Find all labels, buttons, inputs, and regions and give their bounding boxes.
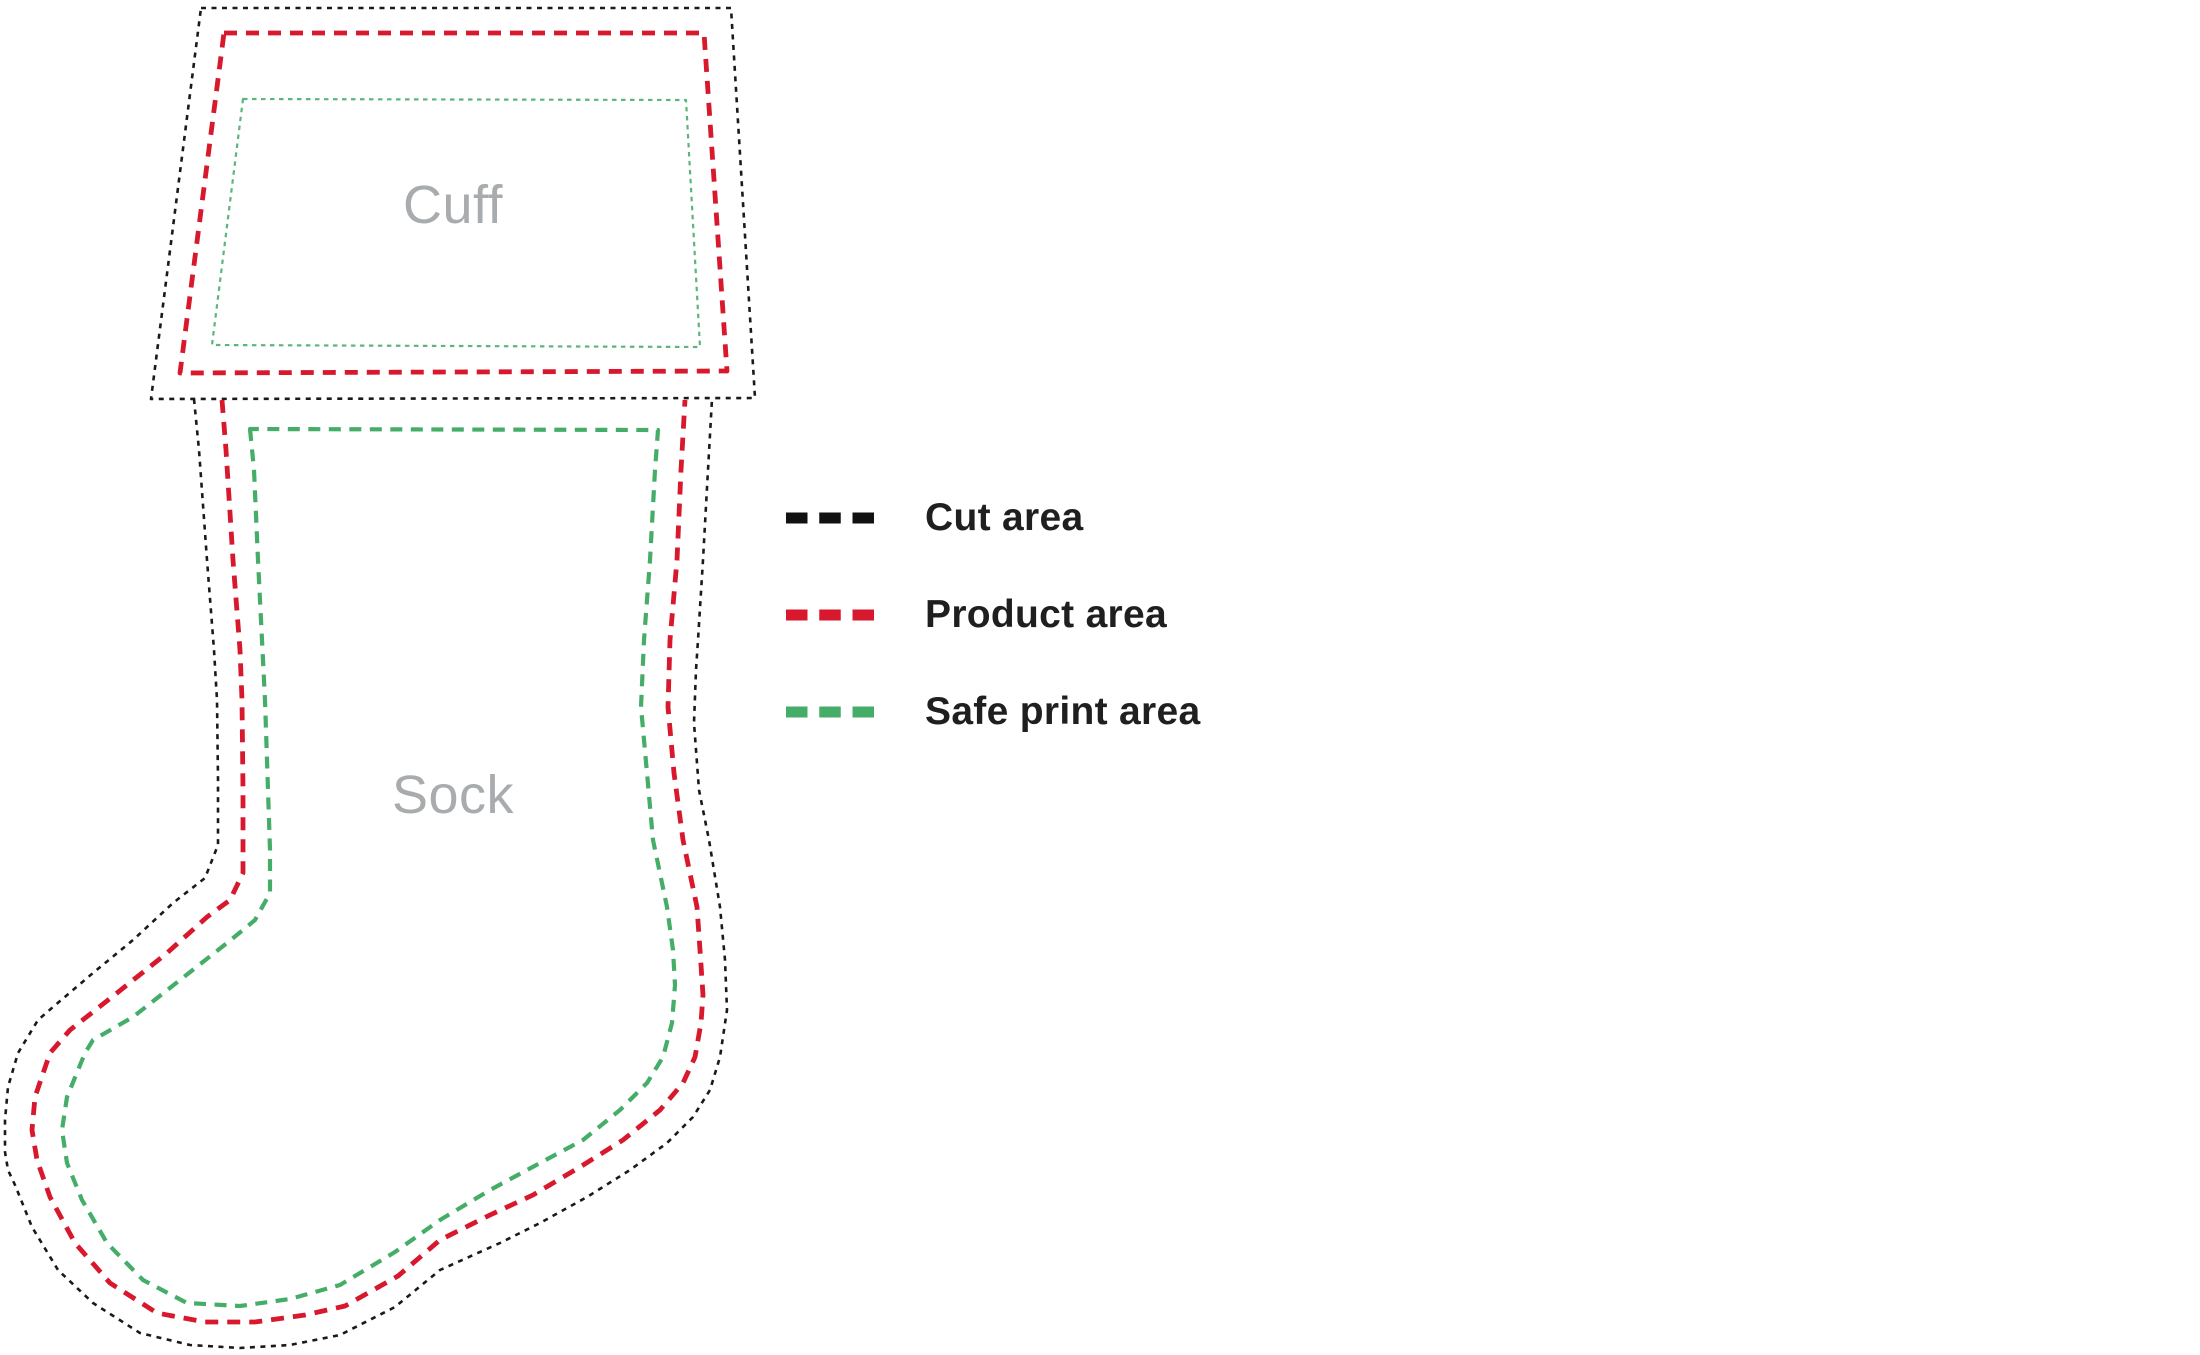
sock-safe-print-line bbox=[59, 426, 678, 1309]
product-area-dash-swatch bbox=[786, 609, 874, 621]
cuff-label: Cuff bbox=[402, 175, 504, 235]
safe-print-area-dash-swatch bbox=[786, 706, 874, 718]
cuff-product-line bbox=[177, 30, 730, 376]
sock-outlines bbox=[3, 398, 729, 1350]
legend-row-safe-print-area: Safe print area bbox=[785, 689, 1200, 735]
product-area-label: Product area bbox=[925, 593, 1168, 636]
legend-row-cut-area: Cut area bbox=[785, 495, 1200, 541]
sock-cut-line bbox=[3, 398, 729, 1350]
sock-product-line bbox=[29, 399, 706, 1325]
sock-label: Sock bbox=[391, 765, 515, 825]
cut-area-label: Cut area bbox=[925, 496, 1084, 539]
safe-print-area-label: Safe print area bbox=[925, 690, 1201, 733]
cuff-outlines bbox=[149, 6, 757, 401]
cuff-safe-print-line bbox=[210, 97, 702, 349]
legend: Cut area Product area Safe print area bbox=[785, 495, 1200, 735]
cut-area-dash-swatch bbox=[786, 512, 874, 524]
legend-row-product-area: Product area bbox=[785, 592, 1200, 638]
